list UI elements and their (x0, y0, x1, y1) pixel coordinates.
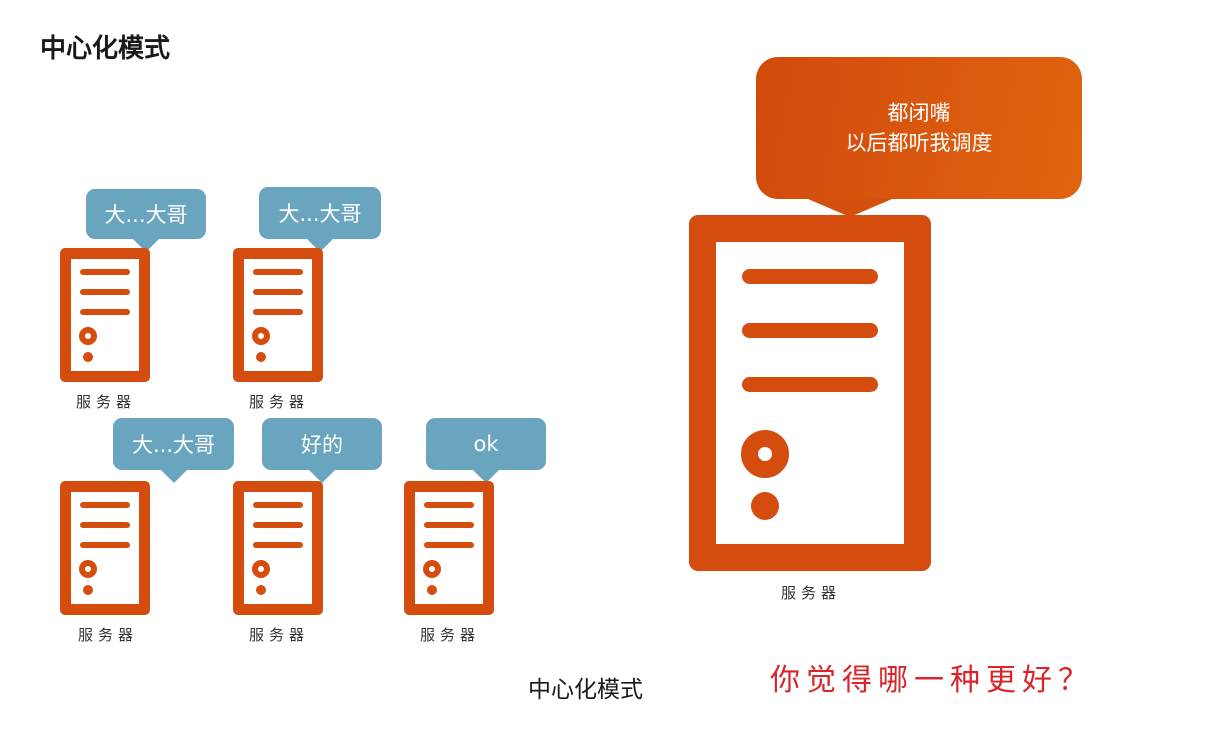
server-icon (60, 248, 150, 382)
speech-bubble: ok (426, 418, 546, 483)
speech-bubble: 大...大哥 (113, 418, 234, 483)
central-bubble-line: 都闭嘴 (887, 101, 951, 125)
speech-bubble: 大...大哥 (259, 187, 381, 252)
server-label: 服务器 (249, 393, 310, 411)
central-server-label: 服务器 (781, 584, 842, 602)
server-label: 服务器 (420, 626, 481, 644)
speech-bubble: 好的 (262, 418, 382, 483)
diagram-caption: 中心化模式 (528, 677, 643, 703)
server-icon (233, 248, 323, 382)
server-label: 服务器 (249, 626, 310, 644)
server-icon (60, 481, 150, 615)
speech-bubble: 大...大哥 (86, 189, 206, 252)
central-server-icon (689, 215, 931, 571)
server-label: 服务器 (76, 393, 137, 411)
question-text: 你觉得哪一种更好？ (770, 663, 1094, 698)
page-title: 中心化模式 (40, 34, 171, 64)
central-bubble-line: 以后都听我调度 (845, 131, 993, 155)
server-icon (404, 481, 494, 615)
central-speech-bubble: 都闭嘴 以后都听我调度 (756, 57, 1082, 217)
server-icon (233, 481, 323, 615)
server-label: 服务器 (78, 626, 139, 644)
